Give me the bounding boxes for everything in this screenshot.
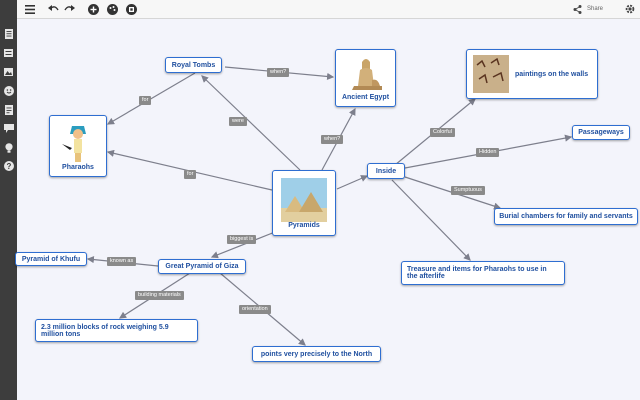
concept-label: Pharaohs: [62, 163, 94, 171]
connector-pyramids-royal: [201, 75, 301, 171]
sphinx-image: [351, 58, 382, 90]
link-label-when-pyramids[interactable]: when?: [321, 135, 344, 144]
layout-icon[interactable]: [125, 2, 137, 16]
concept-label: paintings on the walls: [515, 70, 589, 78]
concept-label: 2.3 million blocks of rock weighing 5.9 …: [41, 323, 169, 338]
concept-label: Royal Tombs: [171, 61, 216, 69]
painting-image: [473, 55, 509, 93]
share-button[interactable]: Share: [586, 6, 603, 12]
connector-inside-treasure: [391, 179, 471, 261]
link-label-orientation[interactable]: orientation: [239, 305, 271, 314]
concept-label: Inside: [375, 167, 397, 175]
image-icon[interactable]: [3, 66, 14, 77]
outline-icon[interactable]: [3, 47, 14, 58]
svg-text:?: ?: [6, 162, 11, 171]
link-label-were[interactable]: were: [229, 117, 247, 126]
link-label-for-royal[interactable]: for: [139, 96, 152, 105]
concept-burial-chambers[interactable]: Burial chambers for family and servants: [494, 208, 638, 225]
concept-label: Pyramids: [288, 221, 320, 229]
concept-label: Pyramid of Khufu: [21, 255, 81, 263]
concept-blocks-of-rock[interactable]: 2.3 million blocks of rock weighing 5.9 …: [35, 319, 198, 342]
add-icon[interactable]: [87, 2, 99, 16]
top-toolbar: Share: [0, 0, 640, 19]
redo-icon[interactable]: [63, 2, 75, 16]
gear-icon[interactable]: [624, 2, 636, 16]
document-icon[interactable]: [3, 28, 14, 39]
concept-paintings[interactable]: paintings on the walls: [466, 49, 598, 99]
idea-icon[interactable]: [3, 142, 14, 153]
link-label-biggest-is[interactable]: biggest is: [227, 235, 257, 244]
concept-pharaohs[interactable]: Pharaohs: [49, 115, 107, 177]
concept-passageways[interactable]: Passageways: [572, 125, 630, 140]
concept-treasure[interactable]: Treasure and items for Pharaohs to use i…: [401, 261, 565, 285]
concept-label: Great Pyramid of Giza: [165, 263, 239, 270]
undo-icon[interactable]: [47, 2, 59, 16]
connector-pyramids-inside: [336, 175, 369, 190]
concept-label: Burial chambers for family and servants: [499, 213, 633, 220]
link-label-for-pyramids[interactable]: for: [184, 170, 197, 179]
concept-inside[interactable]: Inside: [367, 163, 405, 179]
concept-label: Passageways: [578, 129, 624, 136]
concept-pyramid-of-khufu[interactable]: Pyramid of Khufu: [15, 252, 87, 266]
link-label-building-materials[interactable]: building materials: [135, 291, 184, 300]
comment-icon[interactable]: [3, 123, 14, 134]
concept-label: points very precisely to the North: [260, 350, 373, 358]
pharaoh-image: [62, 125, 86, 162]
concept-points-north[interactable]: points very precisely to the North: [252, 346, 381, 362]
link-label-sumptuous[interactable]: Sumptuous: [451, 186, 485, 195]
left-sidebar: ?: [0, 0, 17, 400]
link-label-when-royal[interactable]: when?: [267, 68, 290, 77]
share-icon[interactable]: [572, 2, 582, 16]
concept-label: Treasure and items for Pharaohs to use i…: [407, 266, 547, 280]
connector-royal-pharaohs: [106, 72, 196, 125]
link-label-colorful[interactable]: Colorful: [430, 128, 455, 137]
pyramids-image: [281, 177, 327, 222]
concept-pyramids[interactable]: Pyramids: [272, 170, 336, 236]
concept-royal-tombs[interactable]: Royal Tombs: [165, 57, 222, 73]
link-label-known-as[interactable]: known as: [107, 257, 137, 266]
concept-great-pyramid-of-giza[interactable]: Great Pyramid of Giza: [158, 259, 246, 274]
notes-icon[interactable]: [3, 104, 14, 115]
concept-label: Ancient Egypt: [341, 93, 390, 101]
menu-icon[interactable]: [24, 2, 36, 16]
concept-ancient-egypt[interactable]: Ancient Egypt: [335, 49, 396, 107]
help-icon[interactable]: ?: [3, 160, 14, 171]
palette-icon[interactable]: [106, 2, 118, 16]
link-label-hidden[interactable]: Hidden: [476, 148, 500, 157]
emoji-icon[interactable]: [3, 85, 14, 96]
